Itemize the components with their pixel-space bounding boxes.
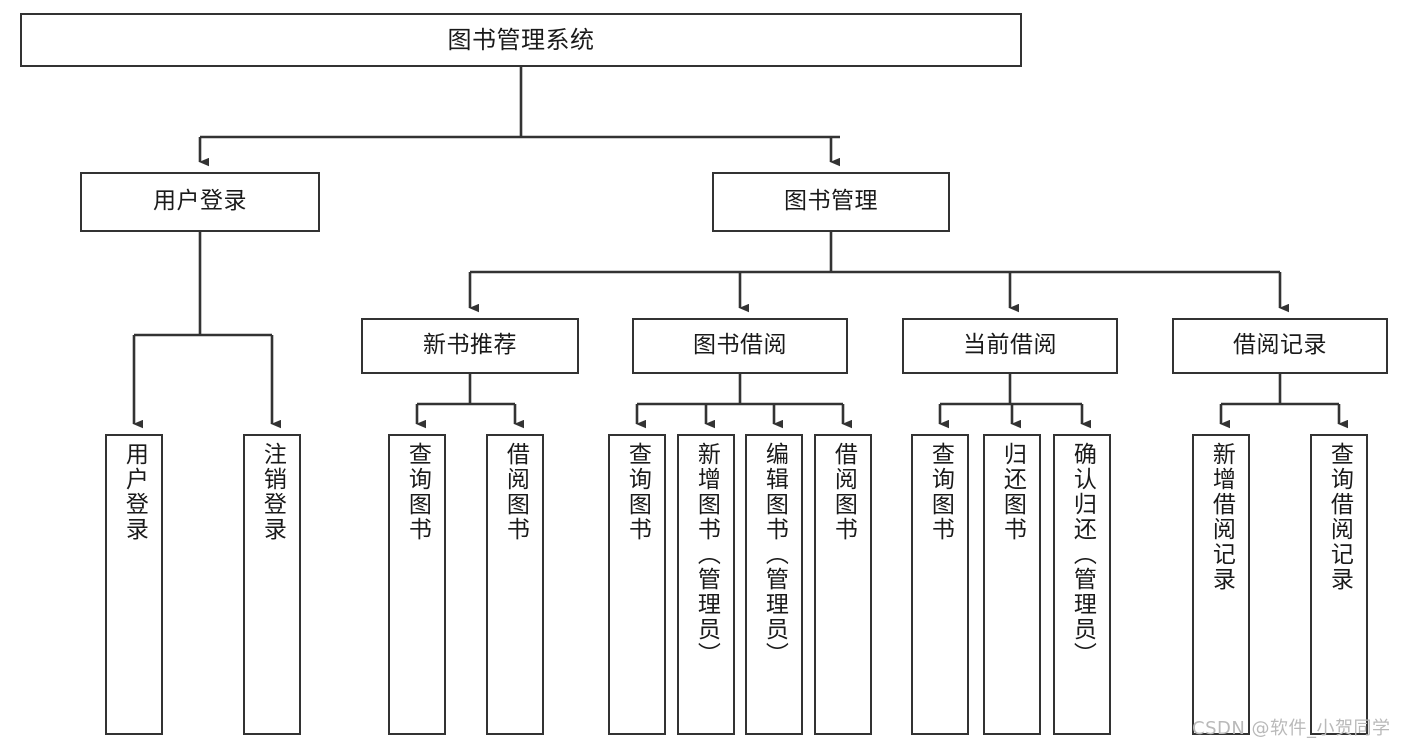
node-leaf-add-book[interactable]: 新增图书（管理员） xyxy=(677,434,735,735)
node-leaf-query-record[interactable]: 查询借阅记录 xyxy=(1310,434,1368,735)
node-leaf-confirm-return[interactable]: 确认归还（管理员） xyxy=(1053,434,1111,735)
node-leaf-logout-label: 注销登录 xyxy=(259,442,286,542)
csdn-watermark: CSDN @软件_小贺同学 xyxy=(1192,718,1391,739)
node-current-borrow[interactable]: 当前借阅 xyxy=(902,318,1118,374)
node-book-manage[interactable]: 图书管理 xyxy=(712,172,950,232)
node-borrow-record-label: 借阅记录 xyxy=(1233,332,1327,359)
node-leaf-edit-book-label: 编辑图书（管理员） xyxy=(761,442,788,667)
node-leaf-add-record-label: 新增借阅记录 xyxy=(1208,442,1235,592)
node-leaf-borrow-book-1[interactable]: 借阅图书 xyxy=(486,434,544,735)
node-leaf-query-book-3-label: 查询图书 xyxy=(927,442,954,542)
node-leaf-return-book-label: 归还图书 xyxy=(999,442,1026,542)
node-leaf-confirm-return-label: 确认归还（管理员） xyxy=(1069,442,1096,667)
node-current-borrow-label: 当前借阅 xyxy=(963,332,1057,359)
node-leaf-borrow-book-2-label: 借阅图书 xyxy=(830,442,857,542)
node-leaf-query-book-1[interactable]: 查询图书 xyxy=(388,434,446,735)
node-leaf-add-record[interactable]: 新增借阅记录 xyxy=(1192,434,1250,735)
node-user-login[interactable]: 用户登录 xyxy=(80,172,320,232)
node-leaf-user-login-label: 用户登录 xyxy=(121,442,148,542)
node-book-borrow-label: 图书借阅 xyxy=(693,332,787,359)
node-leaf-edit-book[interactable]: 编辑图书（管理员） xyxy=(745,434,803,735)
node-leaf-borrow-book-1-label: 借阅图书 xyxy=(502,442,529,542)
node-leaf-query-book-2-label: 查询图书 xyxy=(624,442,651,542)
node-leaf-query-record-label: 查询借阅记录 xyxy=(1326,442,1353,592)
node-leaf-query-book-2[interactable]: 查询图书 xyxy=(608,434,666,735)
node-new-book-recommend-label: 新书推荐 xyxy=(423,332,517,359)
node-leaf-query-book-1-label: 查询图书 xyxy=(404,442,431,542)
node-leaf-user-login[interactable]: 用户登录 xyxy=(105,434,163,735)
node-leaf-query-book-3[interactable]: 查询图书 xyxy=(911,434,969,735)
node-book-borrow[interactable]: 图书借阅 xyxy=(632,318,848,374)
node-root-system-label: 图书管理系统 xyxy=(447,25,595,54)
node-leaf-add-book-label: 新增图书（管理员） xyxy=(693,442,720,667)
node-leaf-borrow-book-2[interactable]: 借阅图书 xyxy=(814,434,872,735)
node-leaf-logout[interactable]: 注销登录 xyxy=(243,434,301,735)
node-new-book-recommend[interactable]: 新书推荐 xyxy=(361,318,579,374)
node-root-system[interactable]: 图书管理系统 xyxy=(20,13,1022,67)
node-user-login-label: 用户登录 xyxy=(153,188,247,215)
node-leaf-return-book[interactable]: 归还图书 xyxy=(983,434,1041,735)
node-book-manage-label: 图书管理 xyxy=(784,188,878,215)
node-borrow-record[interactable]: 借阅记录 xyxy=(1172,318,1388,374)
